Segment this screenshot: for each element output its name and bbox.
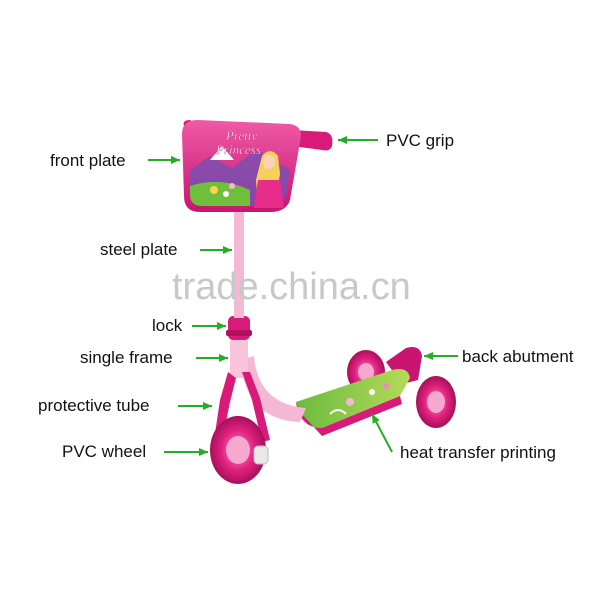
fork-right	[242, 372, 270, 442]
label-pvc-grip: PVC grip	[386, 131, 455, 150]
label-heat-transfer-printing: heat transfer printing	[400, 443, 556, 462]
single-frame-part	[230, 338, 248, 378]
steel-stem	[234, 200, 244, 318]
label-protective-tube: protective tube	[38, 396, 150, 415]
arrow-heat-transfer	[371, 413, 393, 453]
label-single-frame: single frame	[80, 348, 173, 367]
lock-part	[228, 316, 250, 340]
front-wheel	[210, 416, 269, 484]
scooter: Pretty Princess	[182, 120, 456, 484]
plate-title-line1: Pretty	[225, 128, 258, 143]
frame-body	[240, 356, 306, 422]
plate-title-line2: Princess	[215, 142, 261, 157]
pvc-grip-part	[292, 130, 333, 151]
label-front-plate: front plate	[50, 151, 126, 170]
deck-edge	[296, 396, 402, 436]
label-back-abutment: back abutment	[462, 347, 574, 366]
arrows	[148, 136, 458, 456]
deck	[296, 369, 410, 428]
back-abutment-part	[386, 347, 422, 384]
watermark: trade.china.cn	[172, 266, 411, 308]
rear-wheel-right	[416, 376, 456, 428]
label-pvc-wheel: PVC wheel	[62, 442, 147, 461]
label-lock: lock	[152, 316, 183, 335]
label-steel-plate: steel plate	[100, 240, 178, 259]
